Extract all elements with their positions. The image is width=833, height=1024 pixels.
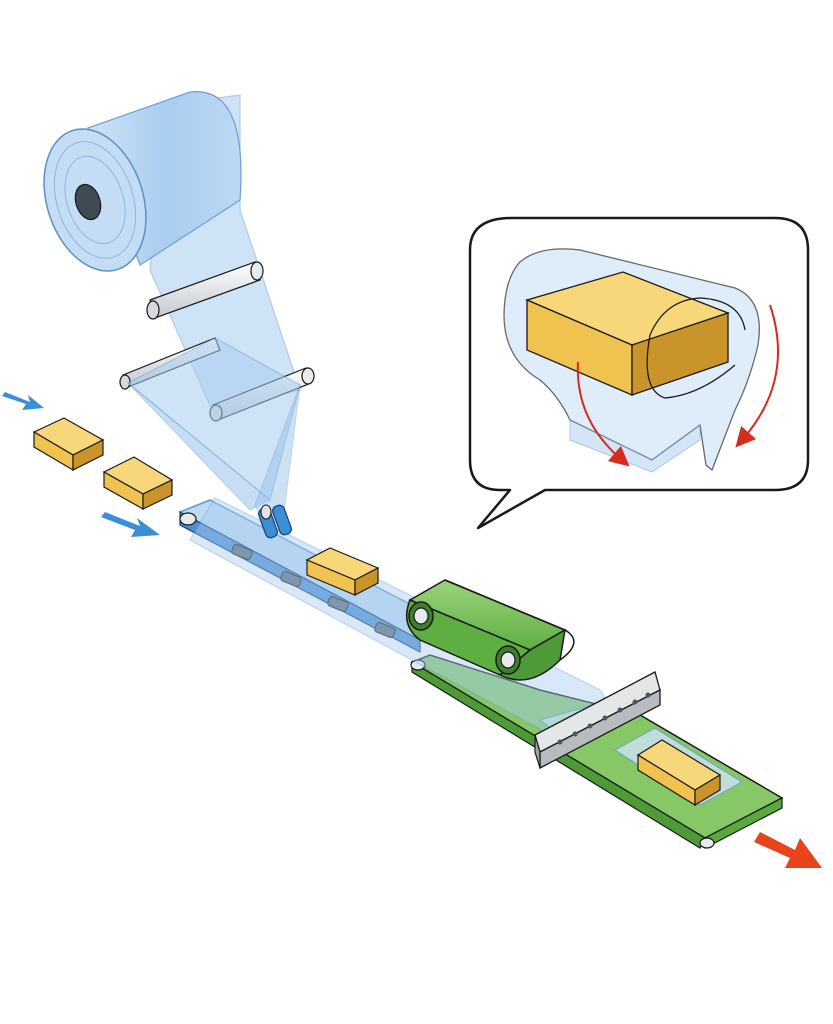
belt-icon: [413, 607, 429, 625]
roller-icon: [250, 261, 264, 281]
forming-box: [126, 337, 301, 539]
roller-icon: [699, 837, 715, 849]
fold-arrow-icon: [735, 304, 779, 448]
fin-seal-belts: [405, 579, 575, 681]
incoming-product-2: [102, 456, 174, 511]
infeed-arrow-2: [101, 512, 160, 537]
product-in-tube: [305, 547, 380, 596]
film-roll-icon: [74, 183, 102, 221]
fold-arrow-icon: [576, 361, 630, 467]
cross-seal-jaws: [534, 671, 661, 770]
roller-icon: [410, 659, 426, 671]
outfeed-arrow: [754, 832, 822, 868]
jaw-icon: [557, 692, 651, 745]
film-roll: [43, 91, 301, 411]
finished-pack: [613, 727, 744, 807]
incoming-product-1: [32, 417, 105, 472]
callout-bubble: [468, 216, 810, 530]
forming-tube-icon: [258, 504, 292, 539]
infeed-arrow-1: [2, 392, 44, 410]
